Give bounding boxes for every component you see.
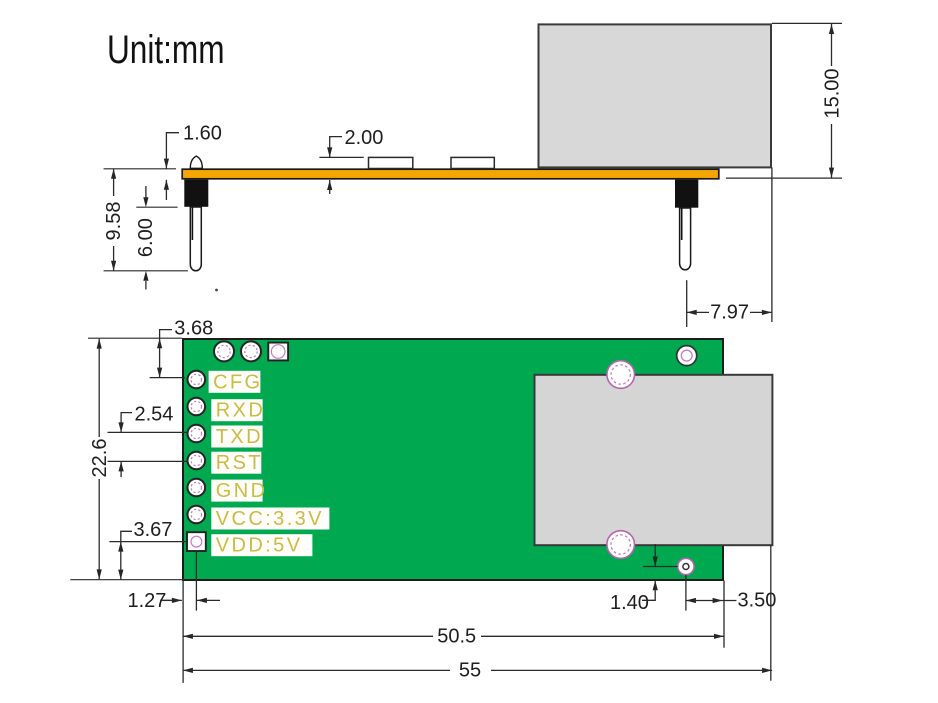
svg-text:9.58: 9.58 bbox=[103, 202, 125, 241]
svg-text:50.5: 50.5 bbox=[437, 625, 476, 647]
svg-text:22.6: 22.6 bbox=[89, 439, 111, 478]
svg-text:1.60: 1.60 bbox=[183, 123, 222, 145]
svg-text:VDD:5V: VDD:5V bbox=[216, 535, 303, 557]
svg-text:CFG: CFG bbox=[213, 371, 262, 393]
svg-text:3.68: 3.68 bbox=[174, 318, 213, 340]
svg-text:Unit:mm: Unit:mm bbox=[107, 26, 225, 71]
svg-text:3.50: 3.50 bbox=[738, 590, 777, 612]
svg-text:1.27: 1.27 bbox=[128, 590, 167, 612]
svg-text:1.40: 1.40 bbox=[610, 592, 649, 614]
svg-text:15.00: 15.00 bbox=[822, 68, 844, 118]
svg-text:TXD: TXD bbox=[216, 426, 263, 448]
svg-text:RST: RST bbox=[216, 452, 263, 474]
svg-text:55: 55 bbox=[459, 659, 481, 681]
svg-text:RXD: RXD bbox=[216, 400, 265, 422]
svg-text:7.97: 7.97 bbox=[710, 302, 749, 324]
svg-text:VCC:3.3V: VCC:3.3V bbox=[216, 508, 324, 530]
svg-text:GND: GND bbox=[216, 480, 268, 502]
svg-text:2.54: 2.54 bbox=[135, 403, 174, 425]
svg-text:6.00: 6.00 bbox=[135, 218, 157, 257]
svg-text:2.00: 2.00 bbox=[345, 127, 384, 149]
svg-text:3.67: 3.67 bbox=[134, 519, 173, 541]
